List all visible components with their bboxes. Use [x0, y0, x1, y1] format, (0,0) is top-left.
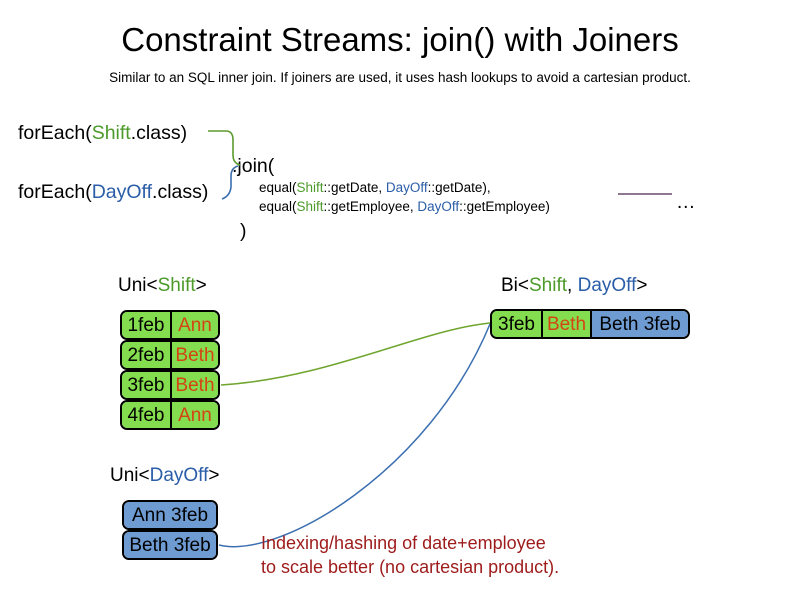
heading-bi-type-a: Shift [529, 275, 568, 296]
heading-bi-type-b: DayOff [577, 275, 637, 296]
joiner-0-left-method: ::getDate, [323, 180, 386, 195]
shift-fact-row[interactable]: 2feb Beth [120, 340, 220, 370]
heading-uni-dayoff: Uni<DayOff> [110, 464, 220, 488]
annotation-line-2: to scale better (no cartesian product). [261, 557, 560, 577]
joiner-1-left-type: Shift [296, 199, 324, 214]
heading-bi-suffix: > [636, 275, 648, 296]
foreach-dayoff-prefix: forEach( [18, 181, 92, 203]
code-foreach-shift: forEach(Shift.class) [18, 121, 187, 145]
shift-employee-cell: Ann [169, 402, 218, 428]
ellipsis-label: … [676, 191, 696, 213]
foreach-shift-suffix: .class) [130, 122, 188, 144]
heading-uni-shift-type: Shift [157, 275, 196, 296]
dayoff-fact-row[interactable]: Ann 3feb [122, 500, 218, 530]
bi-dayoff-cell: Beth 3feb [590, 311, 688, 337]
shift-employee-cell: Beth [169, 342, 218, 368]
shift-employee-cell: Beth [169, 372, 218, 398]
joiner-0-left-type: Shift [296, 180, 324, 195]
shift-fact-row[interactable]: 1feb Ann [120, 310, 220, 340]
shift-fact-row[interactable]: 4feb Ann [120, 400, 220, 430]
joiner-1-right-method: ::getEmployee) [459, 199, 550, 214]
wire-shift-row-to-bi [220, 322, 491, 386]
joiner-1-prefix: equal( [259, 199, 297, 214]
heading-bi-separator: , [567, 275, 578, 296]
shift-date-cell: 1feb [122, 312, 170, 338]
shift-date-cell: 4feb [122, 402, 170, 428]
wire-dayoff-row-to-bi [218, 323, 491, 548]
joiner-1-left-method: ::getEmployee, [323, 199, 418, 214]
dayoff-label-cell: Ann 3feb [124, 502, 216, 528]
code-foreach-dayoff: forEach(DayOff.class) [18, 180, 208, 204]
bi-shift-date-cell: 3feb [492, 311, 541, 337]
shift-employee-cell: Ann [169, 312, 218, 338]
foreach-shift-prefix: forEach( [18, 122, 92, 144]
joiner-1-right-type: DayOff [417, 199, 460, 214]
foreach-dayoff-suffix: .class) [152, 181, 209, 203]
heading-bi-stream: Bi<Shift, DayOff> [501, 274, 647, 298]
joiner-0-right-method: ::getDate), [427, 180, 491, 195]
heading-uni-dayoff-type: DayOff [149, 465, 209, 486]
heading-uni-shift-prefix: Uni< [118, 275, 158, 296]
bi-fact-row[interactable]: 3feb Beth Beth 3feb [490, 309, 690, 339]
dayoff-label-cell: Beth 3feb [124, 532, 216, 558]
dayoff-fact-row[interactable]: Beth 3feb [122, 530, 218, 560]
heading-uni-shift: Uni<Shift> [118, 274, 207, 298]
foreach-dayoff-type: DayOff [91, 181, 153, 203]
code-join-close: ) [240, 220, 247, 242]
annotation-line-1: Indexing/hashing of date+employee [261, 533, 546, 553]
code-joiner-0: equal(Shift::getDate, DayOff::getDate), [259, 179, 491, 196]
heading-uni-shift-suffix: > [195, 275, 207, 296]
heading-bi-prefix: Bi< [501, 275, 529, 296]
foreach-shift-type: Shift [91, 122, 131, 144]
joiner-0-right-type: DayOff [385, 180, 428, 195]
heading-uni-dayoff-suffix: > [208, 465, 220, 486]
joiner-0-prefix: equal( [259, 180, 297, 195]
code-joiner-1: equal(Shift::getEmployee, DayOff::getEmp… [259, 198, 550, 215]
heading-uni-dayoff-prefix: Uni< [110, 465, 150, 486]
shift-date-cell: 2feb [122, 342, 170, 368]
code-join-open: .join( [232, 155, 275, 177]
shift-fact-row[interactable]: 3feb Beth [120, 370, 220, 400]
page-title: Constraint Streams: join() with Joiners [121, 21, 679, 58]
bi-shift-employee-cell: Beth [540, 311, 590, 337]
page-subtitle: Similar to an SQL inner join. If joiners… [109, 70, 691, 85]
shift-date-cell: 3feb [122, 372, 170, 398]
